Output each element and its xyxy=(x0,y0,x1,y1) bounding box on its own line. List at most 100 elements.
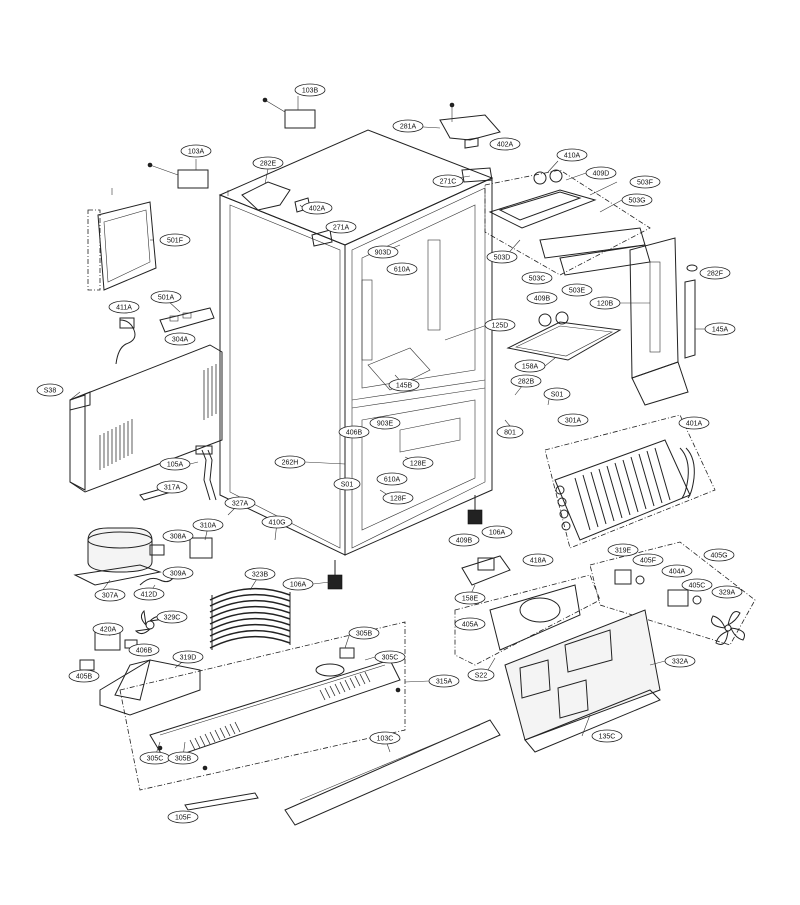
label-135C: 135C xyxy=(591,729,623,743)
svg-text:409B: 409B xyxy=(534,296,551,303)
label-103C: 103C xyxy=(369,731,401,745)
crisper-cover xyxy=(506,311,622,361)
svg-text:406B: 406B xyxy=(136,648,153,655)
part-labels: 103B 281A 402A 103A 282E 402A 271C 410A … xyxy=(36,83,743,824)
label-307A: 307A xyxy=(94,588,126,602)
svg-text:409B: 409B xyxy=(456,538,473,545)
label-402A-top: 402A xyxy=(489,137,521,151)
svg-text:305C: 305C xyxy=(382,655,399,662)
label-610A-lower: 610A xyxy=(376,472,408,486)
label-S38: S38 xyxy=(36,383,64,397)
svg-text:404A: 404A xyxy=(669,569,686,576)
label-281A: 281A xyxy=(392,119,424,133)
label-105A: 105A xyxy=(159,457,191,471)
label-103B: 103B xyxy=(294,83,326,97)
svg-text:329C: 329C xyxy=(164,615,181,622)
label-332A: 332A xyxy=(664,654,696,668)
svg-text:103C: 103C xyxy=(377,736,394,743)
svg-text:125D: 125D xyxy=(492,323,509,330)
svg-text:319E: 319E xyxy=(615,548,632,555)
svg-text:145A: 145A xyxy=(712,327,729,334)
svg-text:329A: 329A xyxy=(719,590,736,597)
label-262H: 262H xyxy=(274,455,306,469)
rear-machine-cover xyxy=(69,344,223,493)
svg-text:308A: 308A xyxy=(170,534,187,541)
svg-text:105F: 105F xyxy=(175,815,191,822)
svg-text:405B: 405B xyxy=(76,674,93,681)
label-420A: 420A xyxy=(92,622,124,636)
label-610A-upper: 610A xyxy=(386,262,418,276)
condenser-fan-left xyxy=(79,609,166,671)
svg-text:405A: 405A xyxy=(462,622,479,629)
svg-text:801: 801 xyxy=(504,430,516,437)
label-145A: 145A xyxy=(704,322,736,336)
svg-text:281A: 281A xyxy=(400,124,417,131)
svg-text:412D: 412D xyxy=(141,592,158,599)
svg-text:262H: 262H xyxy=(282,460,299,467)
label-125D: 125D xyxy=(484,318,516,332)
label-319D: 319D xyxy=(172,650,204,664)
label-402A-mid: 402A xyxy=(301,201,333,215)
label-410A: 410A xyxy=(556,148,588,162)
label-282E: 282E xyxy=(252,156,284,170)
label-329C: 329C xyxy=(156,610,188,624)
base-plate xyxy=(119,621,406,791)
label-103A: 103A xyxy=(180,144,212,158)
label-317A: 317A xyxy=(156,480,188,494)
label-410G: 410G xyxy=(261,515,293,529)
label-501A: 501A xyxy=(150,290,182,304)
svg-text:S22: S22 xyxy=(475,673,488,680)
svg-text:501F: 501F xyxy=(167,238,183,245)
label-308A: 308A xyxy=(162,529,194,543)
label-282F: 282F xyxy=(699,266,731,280)
evaporator-fan xyxy=(589,541,756,646)
svg-text:503F: 503F xyxy=(637,180,653,187)
svg-text:317A: 317A xyxy=(164,485,181,492)
compressor-assembly xyxy=(73,484,213,586)
svg-text:410A: 410A xyxy=(564,153,581,160)
label-305B-upper: 305B xyxy=(348,626,380,640)
label-405C: 405C xyxy=(681,578,713,592)
condenser-coil xyxy=(209,587,291,650)
svg-text:158A: 158A xyxy=(522,364,539,371)
svg-text:418A: 418A xyxy=(530,558,547,565)
svg-text:610A: 610A xyxy=(394,267,411,274)
label-503F: 503F xyxy=(629,175,661,189)
svg-text:271C: 271C xyxy=(440,179,457,186)
svg-text:610A: 610A xyxy=(384,477,401,484)
label-409B-upper: 409B xyxy=(526,291,558,305)
label-305C-lower: 305C xyxy=(139,751,171,765)
label-404A: 404A xyxy=(661,564,693,578)
label-409B-lower: 409B xyxy=(448,533,480,547)
svg-text:420A: 420A xyxy=(100,627,117,634)
control-housing xyxy=(484,169,651,276)
label-409D: 409D xyxy=(585,166,617,180)
svg-text:301A: 301A xyxy=(565,418,582,425)
label-501F: 501F xyxy=(159,233,191,247)
svg-text:410G: 410G xyxy=(268,520,285,527)
cabinet xyxy=(218,129,494,556)
label-503E: 503E xyxy=(561,283,593,297)
svg-text:145B: 145B xyxy=(396,383,413,390)
svg-text:282B: 282B xyxy=(518,379,535,386)
svg-text:304A: 304A xyxy=(172,337,189,344)
label-801: 801 xyxy=(496,425,524,439)
label-503D: 503D xyxy=(486,250,518,264)
label-120B: 120B xyxy=(589,296,621,310)
svg-text:128F: 128F xyxy=(390,496,406,503)
svg-text:319D: 319D xyxy=(180,655,197,662)
label-S01-lower: S01 xyxy=(333,477,361,491)
label-405G: 405G xyxy=(703,548,735,562)
top-hinge-parts xyxy=(147,97,501,247)
svg-text:106A: 106A xyxy=(290,582,307,589)
label-405F: 405F xyxy=(632,553,664,567)
label-158A: 158A xyxy=(514,359,546,373)
svg-text:S38: S38 xyxy=(44,388,57,395)
label-309A: 309A xyxy=(162,566,194,580)
svg-text:402A: 402A xyxy=(309,206,326,213)
label-503C: 503C xyxy=(521,271,553,285)
evaporator xyxy=(544,414,716,549)
duct-assembly xyxy=(629,237,698,406)
label-282B: 282B xyxy=(510,374,542,388)
